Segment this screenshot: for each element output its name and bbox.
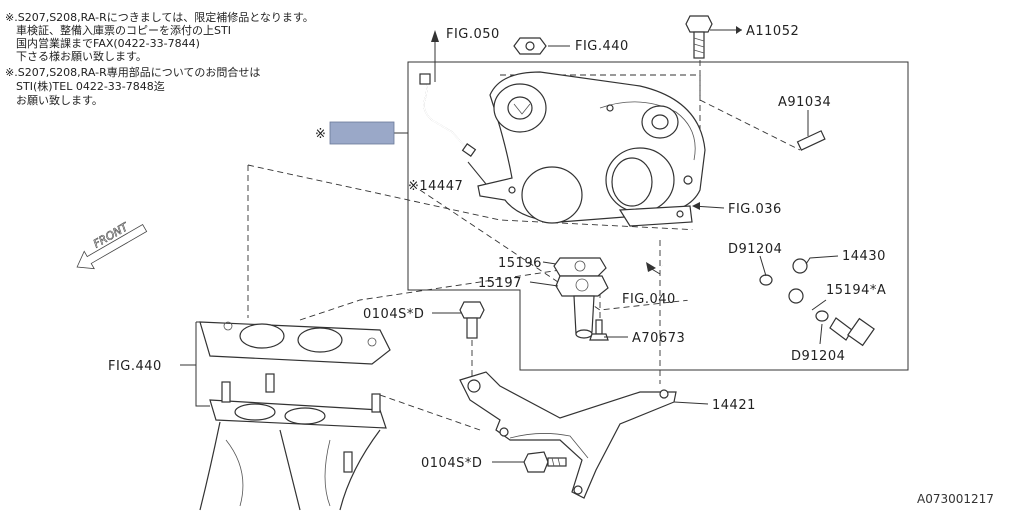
special-part-highlight: [329, 121, 395, 145]
stud-a91034: [796, 130, 826, 151]
callout-d91204-upper[interactable]: D91204: [728, 242, 782, 257]
callout-0104sd-lower[interactable]: 0104S*D: [421, 456, 482, 471]
nut-fig440: [513, 37, 547, 55]
bolt-a70673: [589, 319, 609, 341]
callout-a70673[interactable]: A70673: [632, 331, 685, 346]
bolt-0104sd-lower: [523, 451, 567, 473]
bolt-a11052: [685, 15, 713, 59]
callout-asterisk: ※: [315, 127, 326, 142]
note-line-4: 下さる様お願い致します。: [16, 49, 147, 63]
callout-a91034[interactable]: A91034: [778, 95, 831, 110]
callout-fig440-left[interactable]: FIG.440: [108, 359, 162, 374]
exhaust-flange-assembly: [199, 321, 391, 511]
leader-lines: [180, 26, 839, 463]
diagram-id: A073001217: [917, 492, 994, 506]
note-line-6: STI(株)TEL 0422-33-7848迄: [16, 79, 165, 93]
note-line-1: ※.S207,S208,RA-Rにつきましては、限定補修品となります。: [5, 10, 314, 24]
note-line-3: 国内営業課までFAX(0422-33-7844): [16, 36, 200, 50]
water-pipe: [659, 215, 829, 334]
callout-fig040[interactable]: FIG.040: [622, 292, 676, 307]
front-direction-arrow: FRONT: [76, 220, 148, 270]
bolt-0104sd-upper: [459, 301, 485, 339]
callout-14421[interactable]: 14421: [712, 398, 756, 413]
callout-15194a[interactable]: 15194*A: [826, 283, 886, 298]
callout-fig036[interactable]: FIG.036: [728, 202, 782, 217]
turbocharger: [477, 71, 706, 227]
note-line-5: ※.S207,S208,RA-R専用部品についてのお問合せは: [5, 65, 260, 79]
callout-fig440-top[interactable]: FIG.440: [575, 39, 629, 54]
note-line-7: お願い致します。: [16, 93, 103, 107]
callout-14430[interactable]: 14430: [842, 249, 886, 264]
callout-15196[interactable]: 15196: [498, 256, 542, 271]
callout-fig050[interactable]: FIG.050: [446, 27, 500, 42]
note-line-2: 車検証、整備入庫票のコピーを添付の上STI: [16, 23, 231, 37]
union-bolt: [829, 317, 875, 347]
oil-feed-pipe: [419, 73, 477, 157]
callout-14447[interactable]: ※14447: [408, 179, 463, 194]
callout-d91204-lower[interactable]: D91204: [791, 349, 845, 364]
notes-block: ※.S207,S208,RA-Rにつきましては、限定補修品となります。 車検証、…: [5, 10, 314, 107]
callout-labels: FIG.050 FIG.440 A11052 A91034 ※ ※14447 F…: [108, 24, 886, 471]
callout-0104sd-upper[interactable]: 0104S*D: [363, 307, 424, 322]
bracket-14421: [459, 371, 677, 499]
assembly-frame: [407, 61, 909, 371]
callout-15197[interactable]: 15197: [478, 276, 522, 291]
callout-a11052[interactable]: A11052: [746, 24, 799, 39]
